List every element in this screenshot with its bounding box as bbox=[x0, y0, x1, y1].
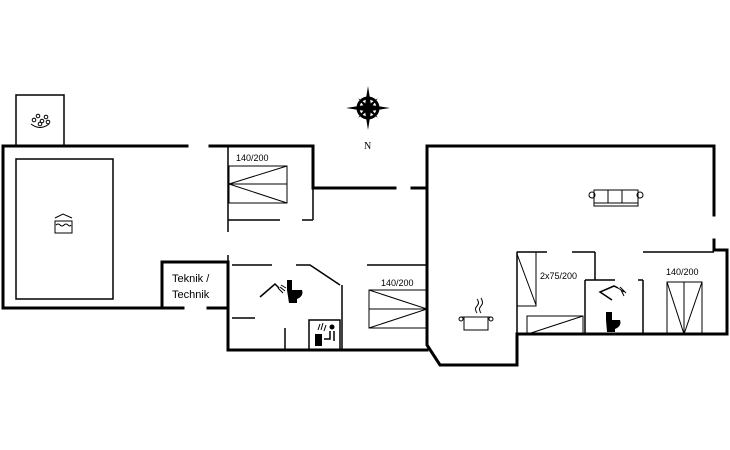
toilet-icon bbox=[287, 280, 303, 303]
pool-icon bbox=[54, 213, 73, 234]
bed-bedroom-1 bbox=[227, 165, 288, 204]
bed-label-bedroom-4: 140/200 bbox=[666, 267, 699, 277]
bed-bedroom-2 bbox=[368, 289, 429, 329]
bed-bedroom-3 bbox=[516, 251, 584, 335]
bed-label-bedroom-1: 140/200 bbox=[236, 153, 269, 163]
shower-icon-2 bbox=[598, 285, 627, 301]
kitchen-pot-icon bbox=[458, 297, 494, 331]
bed-bedroom-4 bbox=[666, 281, 703, 336]
compass-north-label: N bbox=[364, 141, 371, 152]
walls bbox=[1, 144, 729, 367]
shower-icon bbox=[259, 282, 287, 298]
bed-label-bedroom-2: 140/200 bbox=[381, 278, 414, 288]
technical-room-label-1: Teknik / bbox=[172, 273, 210, 285]
sauna-icon bbox=[308, 319, 341, 351]
bed-label-bedroom-3: 2x75/200 bbox=[540, 271, 577, 281]
hot-tub-icon bbox=[15, 94, 65, 147]
technical-room-label-2: Technik bbox=[172, 289, 210, 301]
compass-rose-icon bbox=[346, 86, 390, 130]
interior-walls bbox=[227, 146, 714, 350]
pool bbox=[15, 158, 114, 300]
toilet-icon-2 bbox=[606, 312, 621, 332]
sofa-icon bbox=[588, 189, 644, 207]
